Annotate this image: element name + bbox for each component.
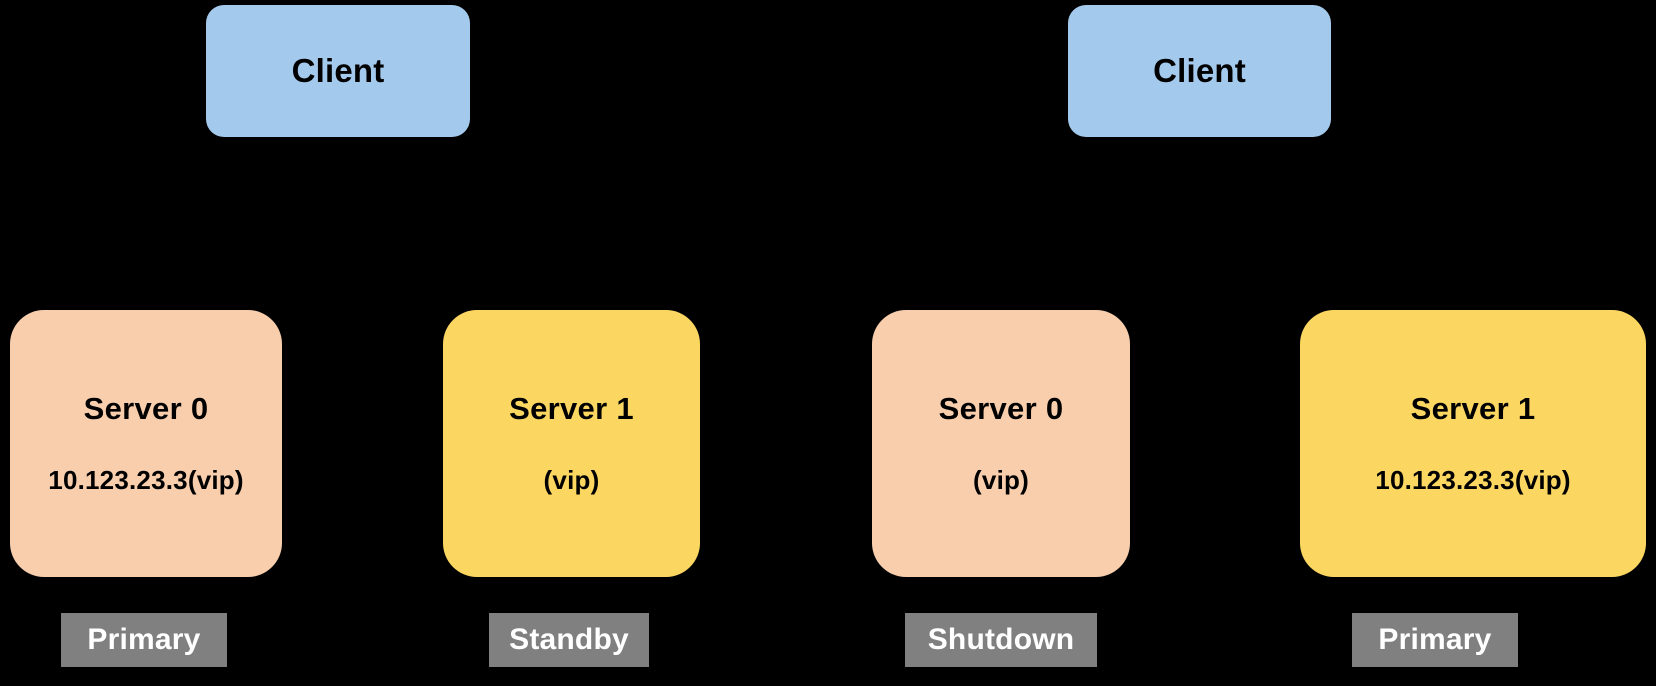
server-address: 10.123.23.3(vip) [48,465,244,496]
status-badge-label: Primary [1378,623,1492,656]
status-badge-label: Standby [509,623,629,656]
server-node-left-standby[interactable]: Server 1 (vip) [443,310,700,577]
server-node-right-shutdown[interactable]: Server 0 (vip) [872,310,1130,577]
server-address: 10.123.23.3(vip) [1375,465,1571,496]
server-title: Server 1 [1410,391,1536,427]
server-node-left-primary[interactable]: Server 0 10.123.23.3(vip) [10,310,282,577]
status-badge-server1-right: Primary [1352,613,1518,667]
server-title: Server 0 [938,391,1064,427]
client-node-right[interactable]: Client [1068,5,1331,137]
server-title: Server 1 [509,391,634,427]
client-label: Client [291,51,385,89]
status-badge-server0-left: Primary [61,613,227,667]
status-badge-label: Shutdown [927,623,1075,656]
server-title: Server 0 [83,391,209,427]
client-label: Client [1153,51,1246,89]
status-badge-label: Primary [87,623,201,656]
server-node-right-primary[interactable]: Server 1 10.123.23.3(vip) [1300,310,1646,577]
status-badge-server1-left: Standby [489,613,649,667]
server-address: (vip) [543,465,600,496]
client-node-left[interactable]: Client [206,5,470,137]
server-address: (vip) [973,465,1029,496]
status-badge-server0-right: Shutdown [905,613,1097,667]
